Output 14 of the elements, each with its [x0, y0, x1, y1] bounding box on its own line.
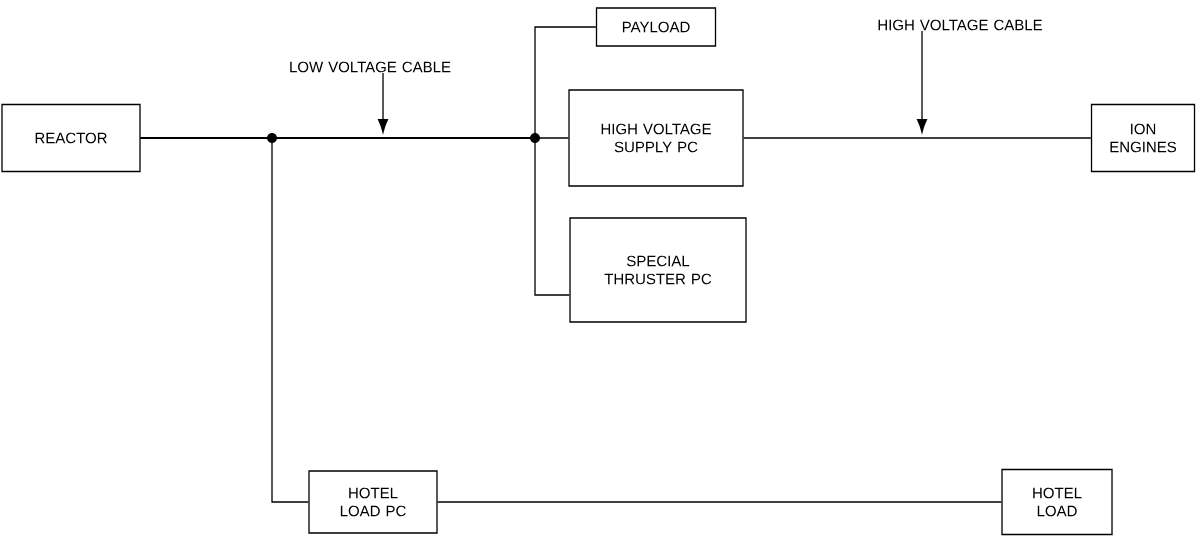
cable-line: [437, 501, 1002, 503]
block-box: PAYLOAD: [595, 7, 717, 47]
block-box: HOTEL LOAD PC: [308, 470, 438, 534]
block-box: SPECIAL THRUSTER PC: [569, 217, 747, 323]
block-box: ION ENGINES: [1090, 103, 1196, 173]
leader-line: [916, 30, 928, 133]
block-box: REACTOR: [1, 103, 141, 173]
cable-label: HIGH VOLTAGE CABLE: [878, 19, 1042, 31]
cable-line: [743, 137, 1092, 139]
block-box: HOTEL LOAD: [1001, 468, 1113, 536]
block-box: HIGH VOLTAGE SUPPLY PC: [568, 89, 744, 187]
leader-line: [377, 72, 389, 133]
cable-line: [140, 137, 309, 503]
cable-label: LOW VOLTAGE CABLE: [290, 61, 451, 73]
